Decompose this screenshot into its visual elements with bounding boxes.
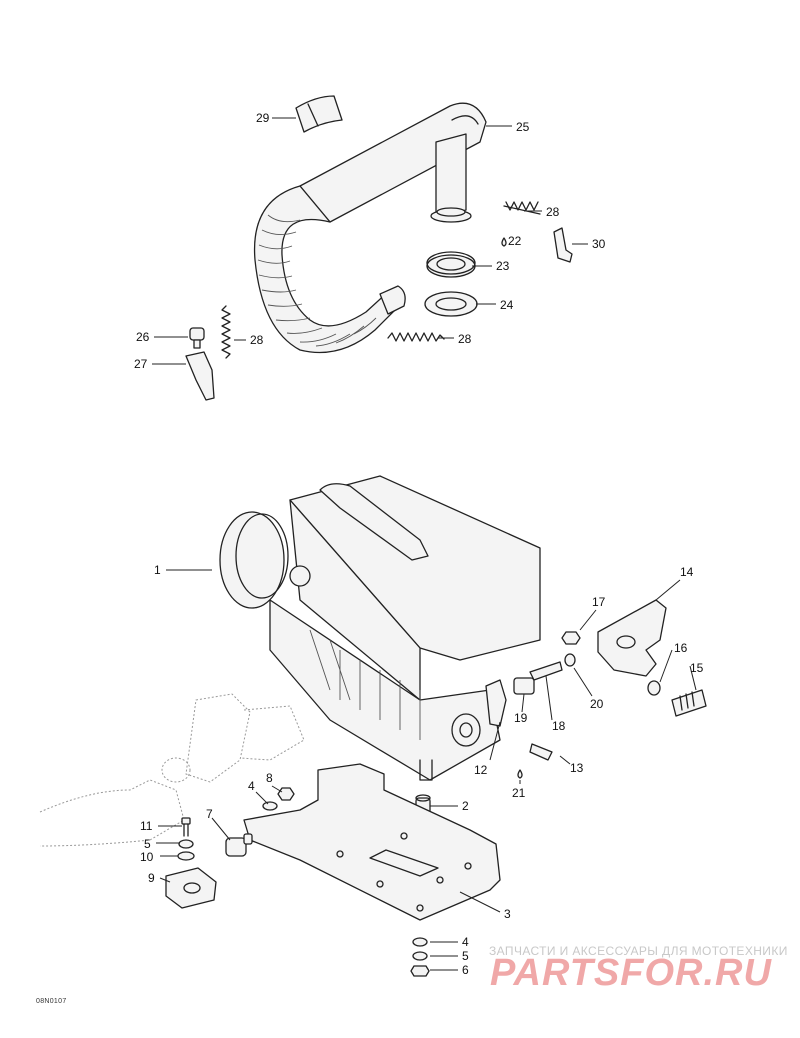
callout-5-a: 5 [144,837,151,851]
bracket-14 [597,599,667,677]
callout-28-a: 28 [546,205,560,219]
spacer-19 [513,677,535,695]
leader-lines [152,117,697,971]
callout-3: 3 [504,907,511,921]
engine-support-3 [243,763,501,921]
rubber-mount-26 [189,327,205,349]
intake-manifold-ghost [39,693,305,847]
callout-21: 21 [512,786,526,800]
callout-29: 29 [256,111,270,125]
callout-2: 2 [462,799,469,813]
nut-6 [410,965,430,977]
callout-7: 7 [206,807,213,821]
rubber-mount-7 [225,833,253,857]
callout-9: 9 [148,871,155,885]
callout-8: 8 [266,771,273,785]
gasket-23 [426,251,476,278]
washer-5-left [178,839,194,849]
callout-17: 17 [592,595,606,609]
washer-5-lower [412,951,428,961]
callout-22: 22 [508,234,522,248]
bolt-11 [181,817,191,837]
callout-4-b: 4 [462,935,469,949]
washer-4-upper [262,801,278,811]
callout-23: 23 [496,259,510,273]
callout-25: 25 [516,120,530,134]
callout-18: 18 [552,719,566,733]
callout-6: 6 [462,963,469,977]
sleeve-29 [295,95,343,133]
watermark-logo: PARTSFOR.RU [490,952,772,994]
callout-4-a: 4 [248,779,255,793]
callout-16: 16 [674,641,688,655]
washer-20 [564,653,576,667]
callout-14: 14 [680,565,694,579]
callout-12: 12 [474,763,488,777]
callout-28-b: 28 [458,332,472,346]
engine-assembly [219,475,541,781]
callout-24: 24 [500,298,514,312]
washer-10 [177,851,195,861]
gasket-24 [424,291,478,317]
callout-11: 11 [140,819,153,833]
bracket-9 [165,867,217,909]
nut-8 [277,787,295,801]
callout-26: 26 [136,330,150,344]
callout-5-b: 5 [462,949,469,963]
callout-1: 1 [154,563,161,577]
washer-16 [647,680,661,696]
bracket-27 [185,351,215,401]
nut-17 [561,631,581,645]
tuned-pipe [253,102,487,354]
spring-28-b [387,332,445,342]
callout-15: 15 [690,661,704,675]
bracket-30 [553,227,573,263]
spring-28-c [221,305,231,359]
sealant-drop-22 [501,237,507,247]
callout-19: 19 [514,711,528,725]
spring-28-a [503,201,541,215]
washer-4-lower [412,937,428,947]
sealant-drop-21 [517,769,523,779]
bolt-15 [671,689,707,717]
callout-13: 13 [570,761,584,775]
watermark-tagline: ЗАПЧАСТИ И АКСЕССУАРЫ ДЛЯ МОТОТЕХНИКИ [489,944,788,958]
bolt-13 [529,743,553,761]
callout-labels: 29 25 28 30 22 23 24 28 28 26 27 1 14 17… [134,111,704,977]
diagram-reference-code: 08N0107 [36,998,67,1005]
callout-10: 10 [140,850,154,864]
stud-18 [529,661,563,681]
callout-20: 20 [590,697,604,711]
callout-30: 30 [592,237,606,251]
callout-28-c: 28 [250,333,264,347]
callout-27: 27 [134,357,148,371]
